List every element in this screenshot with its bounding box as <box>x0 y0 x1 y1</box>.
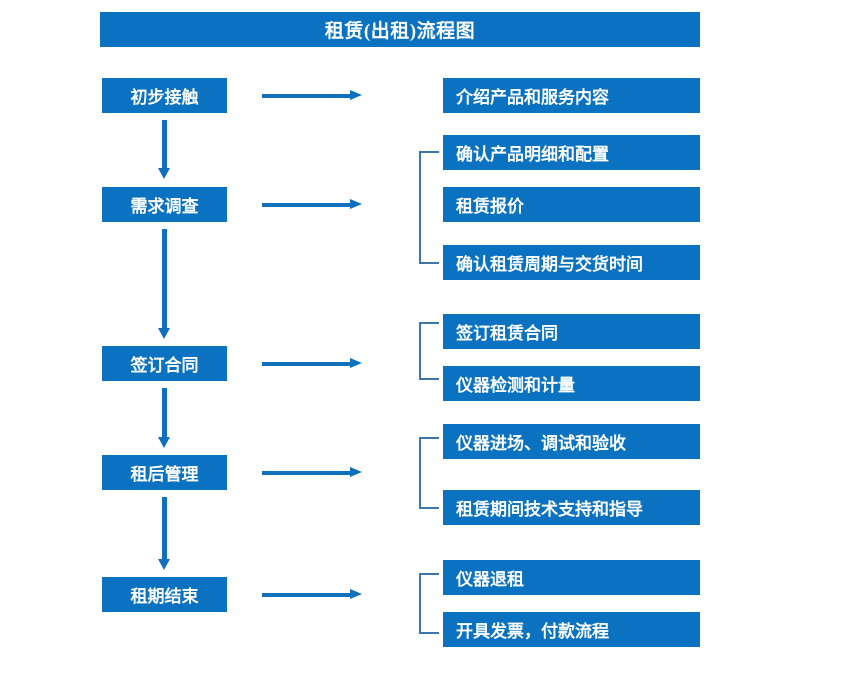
detail-node-2[interactable]: 确认产品明细和配置 <box>443 135 700 170</box>
horizontal-arrow-5 <box>262 589 362 600</box>
stage-node-5[interactable]: 租期结束 <box>102 577 227 612</box>
detail-node-4[interactable]: 确认租赁周期与交货时间 <box>443 245 700 280</box>
detail-node-5[interactable]: 签订租赁合同 <box>443 314 700 349</box>
horizontal-arrow-2 <box>262 199 362 210</box>
group-bracket-contract <box>419 322 439 380</box>
stage-node-1[interactable]: 初步接触 <box>102 78 227 113</box>
group-bracket-closing <box>419 573 439 634</box>
group-bracket-requirements <box>419 151 439 264</box>
vertical-arrow-4-to-5 <box>158 497 171 570</box>
detail-node-7[interactable]: 仪器进场、调试和验收 <box>443 424 700 459</box>
page-title: 租赁(出租)流程图 <box>100 12 700 47</box>
detail-node-9[interactable]: 仪器退租 <box>443 560 700 595</box>
group-bracket-management <box>419 437 439 509</box>
vertical-arrow-1-to-2 <box>158 120 171 179</box>
stage-node-4[interactable]: 租后管理 <box>102 455 227 490</box>
horizontal-arrow-4 <box>262 467 362 478</box>
detail-node-6[interactable]: 仪器检测和计量 <box>443 366 700 401</box>
horizontal-arrow-3 <box>262 358 362 369</box>
vertical-arrow-2-to-3 <box>158 229 171 339</box>
vertical-arrow-3-to-4 <box>158 388 171 448</box>
horizontal-arrow-1 <box>262 90 362 101</box>
detail-node-3[interactable]: 租赁报价 <box>443 187 700 222</box>
detail-node-1[interactable]: 介绍产品和服务内容 <box>443 78 700 113</box>
stage-node-2[interactable]: 需求调查 <box>102 187 227 222</box>
detail-node-8[interactable]: 租赁期间技术支持和指导 <box>443 490 700 525</box>
detail-node-10[interactable]: 开具发票，付款流程 <box>443 612 700 647</box>
stage-node-3[interactable]: 签订合同 <box>102 346 227 381</box>
